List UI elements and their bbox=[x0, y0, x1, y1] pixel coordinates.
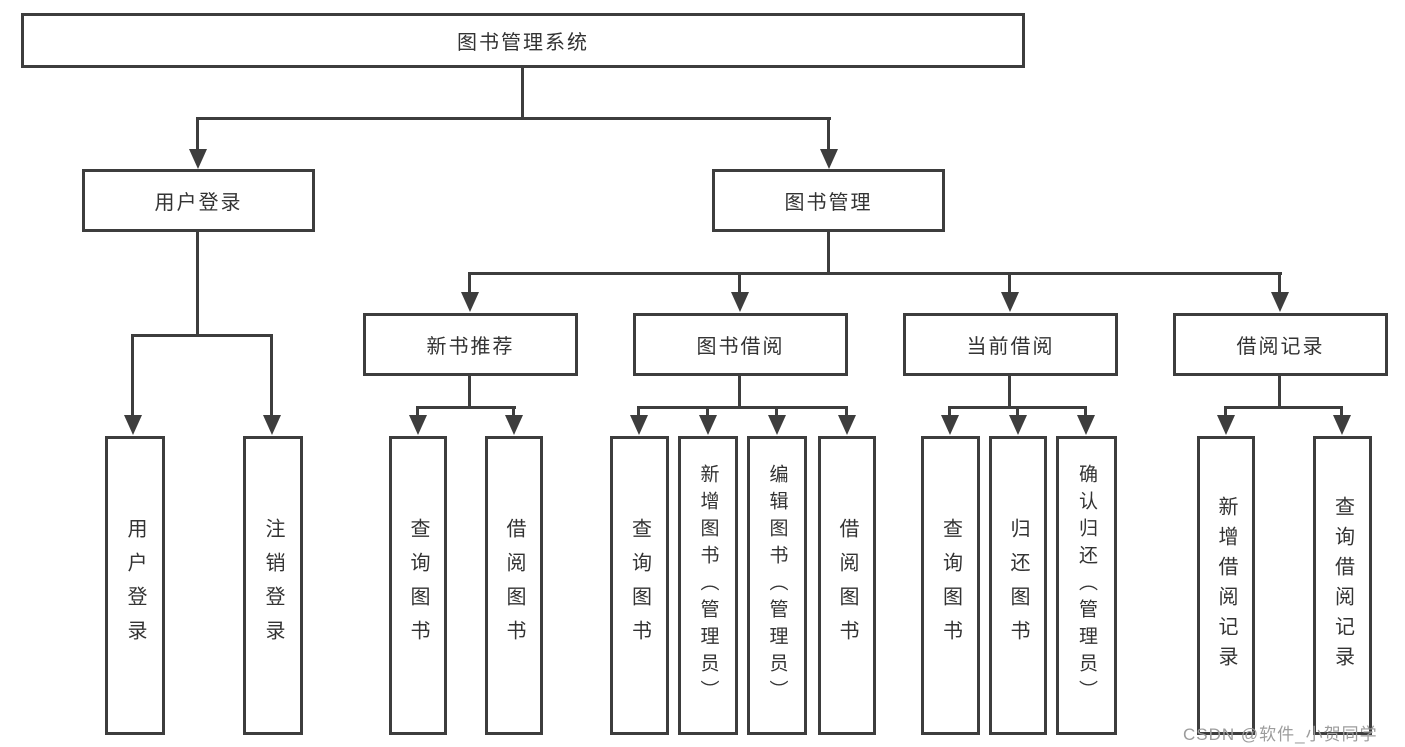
leaf-query-books-borrow-label: 查询图书 bbox=[628, 517, 651, 654]
node-book-management: 图书管理 bbox=[712, 169, 945, 232]
connector-drop-level3 bbox=[1008, 272, 1011, 294]
connector-bar bbox=[1224, 406, 1343, 409]
arrow-head bbox=[699, 415, 717, 435]
connector-bar bbox=[637, 406, 848, 409]
arrow-head bbox=[263, 415, 281, 435]
arrow-head bbox=[189, 149, 207, 169]
arrow-head bbox=[409, 415, 427, 435]
connector-root-stem bbox=[521, 68, 524, 119]
arrow-head bbox=[461, 292, 479, 312]
arrow-head bbox=[941, 415, 959, 435]
leaf-query-books-recommend-label: 查询图书 bbox=[407, 517, 429, 654]
leaf-confirm-return-admin: 确认归还（管理员） bbox=[1056, 436, 1117, 735]
arrow-head bbox=[838, 415, 856, 435]
leaf-query-borrow-record-label: 查询借阅记录 bbox=[1331, 495, 1354, 676]
leaf-query-borrow-record: 查询借阅记录 bbox=[1313, 436, 1372, 735]
arrow-head bbox=[124, 415, 142, 435]
node-borrow-records-label: 借阅记录 bbox=[1236, 336, 1325, 358]
watermark: CSDN @软件_小贺同学 bbox=[1183, 725, 1378, 744]
connector-level3-bar bbox=[469, 272, 1282, 275]
arrow-head bbox=[820, 149, 838, 169]
arrow-head bbox=[1001, 292, 1019, 312]
node-current-borrow-label: 当前借阅 bbox=[966, 336, 1055, 358]
arrow-head bbox=[505, 415, 523, 435]
connector-stem bbox=[738, 376, 741, 409]
connector-stem bbox=[1278, 376, 1281, 409]
arrow-head bbox=[768, 415, 786, 435]
arrow-head bbox=[1077, 415, 1095, 435]
arrow-head bbox=[1217, 415, 1235, 435]
leaf-edit-book-admin-label: 编辑图书（管理员） bbox=[766, 464, 788, 707]
leaf-return-books: 归还图书 bbox=[989, 436, 1047, 735]
leaf-edit-book-admin: 编辑图书（管理员） bbox=[747, 436, 807, 735]
leaf-borrow-books-recommend: 借阅图书 bbox=[485, 436, 543, 735]
leaf-confirm-return-admin-label: 确认归还（管理员） bbox=[1076, 464, 1097, 707]
leaf-logout-label: 注销登录 bbox=[262, 517, 284, 654]
connector-drop-leaf bbox=[775, 406, 778, 419]
leaf-query-books-borrow: 查询图书 bbox=[610, 436, 669, 735]
connector-drop-leaf bbox=[1340, 406, 1343, 419]
leaf-return-books-label: 归还图书 bbox=[1007, 517, 1029, 654]
node-current-borrow: 当前借阅 bbox=[903, 313, 1118, 376]
connector-drop-level3 bbox=[1278, 272, 1281, 294]
node-book-borrow-label: 图书借阅 bbox=[696, 336, 785, 358]
connector-level2-bar bbox=[197, 117, 831, 120]
connector-book-management-stem bbox=[827, 232, 830, 275]
leaf-user-login: 用户登录 bbox=[105, 436, 165, 735]
connector-drop-leaf bbox=[637, 406, 640, 419]
leaf-add-book-admin-label: 新增图书（管理员） bbox=[697, 464, 719, 707]
leaf-logout: 注销登录 bbox=[243, 436, 303, 735]
connector-user-login-stem bbox=[196, 232, 199, 337]
connector-drop-leaf bbox=[948, 406, 951, 419]
node-user-login: 用户登录 bbox=[82, 169, 315, 232]
connector-drop-leaf bbox=[416, 406, 419, 419]
connector-drop-level3 bbox=[738, 272, 741, 294]
node-new-book-recommend-label: 新书推荐 bbox=[426, 336, 515, 358]
connector-stem bbox=[1008, 376, 1011, 409]
leaf-borrow-books-label: 借阅图书 bbox=[836, 517, 858, 654]
connector-drop-leaf bbox=[706, 406, 709, 419]
leaf-query-books-recommend: 查询图书 bbox=[389, 436, 447, 735]
node-user-login-label: 用户登录 bbox=[154, 192, 243, 214]
node-borrow-records: 借阅记录 bbox=[1173, 313, 1388, 376]
arrow-head bbox=[1009, 415, 1027, 435]
connector-stem bbox=[468, 376, 471, 409]
connector-drop-book-management bbox=[827, 117, 830, 151]
leaf-query-books-current: 查询图书 bbox=[921, 436, 980, 735]
node-book-management-label: 图书管理 bbox=[784, 192, 873, 214]
node-new-book-recommend: 新书推荐 bbox=[363, 313, 578, 376]
node-book-borrow: 图书借阅 bbox=[633, 313, 848, 376]
arrow-head bbox=[1333, 415, 1351, 435]
connector-drop-leaf bbox=[512, 406, 515, 419]
leaf-user-login-label: 用户登录 bbox=[124, 517, 146, 654]
leaf-add-borrow-record-label: 新增借阅记录 bbox=[1215, 495, 1237, 676]
arrow-head bbox=[630, 415, 648, 435]
connector-drop-leaf bbox=[270, 334, 273, 417]
connector-drop-leaf bbox=[1224, 406, 1227, 419]
leaf-borrow-books: 借阅图书 bbox=[818, 436, 876, 735]
node-root: 图书管理系统 bbox=[21, 13, 1025, 68]
node-root-label: 图书管理系统 bbox=[457, 32, 589, 54]
connector-drop-leaf bbox=[131, 334, 134, 417]
leaf-add-borrow-record: 新增借阅记录 bbox=[1197, 436, 1255, 735]
connector-drop-leaf bbox=[845, 406, 848, 419]
leaf-add-book-admin: 新增图书（管理员） bbox=[678, 436, 738, 735]
leaf-borrow-books-recommend-label: 借阅图书 bbox=[503, 517, 525, 654]
connector-user-login-bar bbox=[131, 334, 273, 337]
connector-drop-leaf bbox=[1084, 406, 1087, 419]
connector-drop-leaf bbox=[1016, 406, 1019, 419]
leaf-query-books-current-label: 查询图书 bbox=[939, 517, 962, 654]
connector-drop-user-login bbox=[196, 117, 199, 151]
connector-bar bbox=[416, 406, 516, 409]
arrow-head bbox=[1271, 292, 1289, 312]
connector-drop-level3 bbox=[468, 272, 471, 294]
arrow-head bbox=[731, 292, 749, 312]
